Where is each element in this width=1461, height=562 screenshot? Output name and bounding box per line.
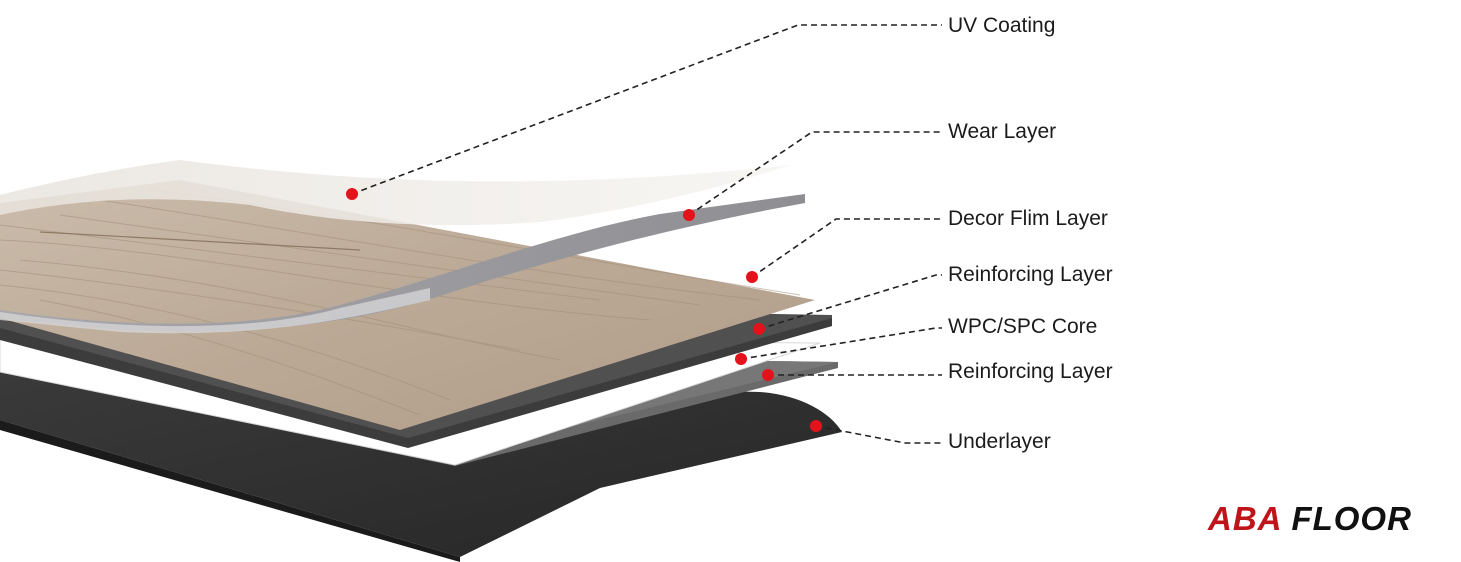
label-wear-layer: Wear Layer — [948, 120, 1057, 143]
label-decor-film-layer: Decor Flim Layer — [948, 207, 1108, 230]
upper-reinforcing-layer-face — [0, 318, 832, 448]
label-reinforcing-layer-lower: Reinforcing Layer — [948, 360, 1113, 383]
leader-lines — [351, 24, 942, 444]
marker-reinforcing-layer-lower — [762, 369, 774, 381]
marker-wear-layer — [683, 209, 695, 221]
label-uv-coating: UV Coating — [948, 14, 1056, 37]
wear-layer-shape — [0, 194, 805, 332]
uv-coating-shape — [0, 160, 790, 226]
underlayer-edge — [0, 420, 460, 562]
leader-line-reinforcing-layer-upper — [758, 274, 942, 330]
label-wpc-spc-core: WPC/SPC Core — [948, 315, 1098, 338]
marker-uv-coating — [346, 188, 358, 200]
label-reinforcing-layer-upper: Reinforcing Layer — [948, 263, 1113, 286]
layer-markers — [346, 188, 822, 432]
marker-reinforcing-layer-upper — [753, 323, 765, 335]
leader-line-wpc-spc-core — [740, 327, 942, 360]
wood-joint-line — [39, 231, 361, 251]
leader-line-wear-layer — [688, 131, 942, 216]
leader-line-decor-film-layer — [751, 218, 942, 278]
wood-grain — [0, 189, 801, 416]
wear-layer-underside — [0, 288, 430, 334]
brand-name-floor: FLOOR — [1291, 500, 1412, 537]
marker-underlayer — [810, 420, 822, 432]
brand-name-aba: ABA — [1208, 500, 1282, 537]
leader-line-underlayer — [815, 425, 942, 444]
marker-wpc-spc-core — [735, 353, 747, 365]
leader-line-uv-coating — [351, 24, 942, 195]
brand-logo: ABA FLOOR — [1208, 499, 1412, 539]
label-underlayer: Underlayer — [948, 430, 1051, 453]
marker-decor-film-layer — [746, 271, 758, 283]
